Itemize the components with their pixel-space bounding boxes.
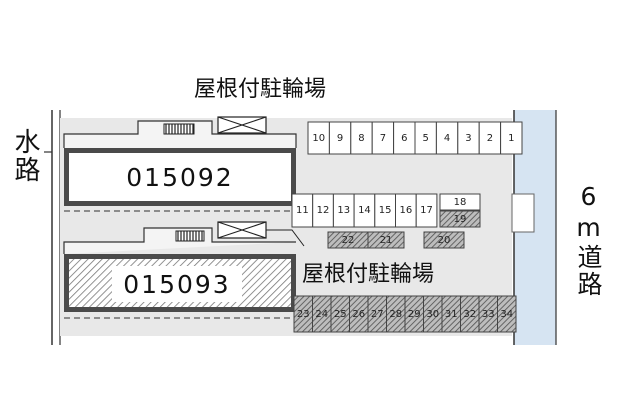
parking-space-17: 17	[420, 205, 433, 216]
waterway-label: 水路	[10, 128, 40, 184]
road-label: 6m道路	[574, 182, 603, 298]
parking-space-33: 33	[481, 308, 495, 320]
parking-space-29: 29	[407, 308, 421, 320]
parking-space-10: 10	[312, 132, 326, 144]
waterway-edge	[44, 110, 61, 345]
building-upper	[63, 120, 297, 206]
bike-parking-label-top: 屋根付駐輪場	[194, 77, 327, 102]
parking-row-middle	[291, 193, 438, 228]
parking-space-21: 21	[379, 234, 393, 246]
parking-space-25: 25	[333, 308, 347, 320]
building-lower	[63, 227, 296, 312]
parking-space-7: 7	[379, 132, 387, 144]
parking-space-16: 16	[399, 205, 413, 216]
parking-space-5: 5	[422, 132, 429, 144]
parking-space-28: 28	[389, 308, 403, 320]
parking-space-30: 30	[426, 308, 440, 320]
parking-space-12: 12	[316, 205, 330, 216]
parking-space-8: 8	[358, 132, 365, 144]
parking-space-18: 18	[453, 196, 467, 208]
parking-space-1: 1	[508, 132, 515, 144]
top-stall-1	[500, 121, 523, 155]
parking-space-11: 11	[295, 205, 309, 216]
parking-space-34: 34	[500, 308, 514, 320]
building-label-upper: 015092	[126, 162, 234, 192]
parking-space-27: 27	[370, 308, 384, 320]
parking-space-6: 6	[401, 132, 408, 144]
driveway-lines	[64, 210, 300, 319]
parking-space-3: 3	[465, 132, 472, 144]
bike-parking-label-bottom: 屋根付駐輪場	[302, 262, 435, 287]
parking-special	[327, 193, 481, 249]
parking-space-32: 32	[463, 308, 477, 320]
parking-space-13: 13	[337, 205, 351, 216]
parking-space-14: 14	[358, 205, 371, 216]
parking-space-23: 23	[296, 308, 310, 320]
parking-space-24: 24	[315, 308, 329, 320]
parking-row-bottom	[293, 295, 517, 333]
building-label-lower: 015093	[123, 269, 231, 299]
parking-space-31: 31	[444, 308, 458, 320]
parking-space-22: 22	[341, 234, 355, 246]
parking-space-19: 19	[453, 213, 467, 225]
bike-shelter-top	[217, 116, 267, 134]
bike-shelter-bottom	[217, 221, 305, 247]
bot-stall-34	[497, 295, 517, 333]
parking-space-9: 9	[336, 132, 344, 144]
parking-space-2: 2	[486, 132, 494, 144]
parking-space-20: 20	[437, 234, 451, 246]
parking-space-15: 15	[378, 205, 392, 216]
parking-space-4: 4	[443, 132, 451, 144]
parking-space-26: 26	[352, 308, 366, 320]
mid-stall-17	[415, 193, 438, 228]
parking-row-top	[307, 121, 523, 155]
